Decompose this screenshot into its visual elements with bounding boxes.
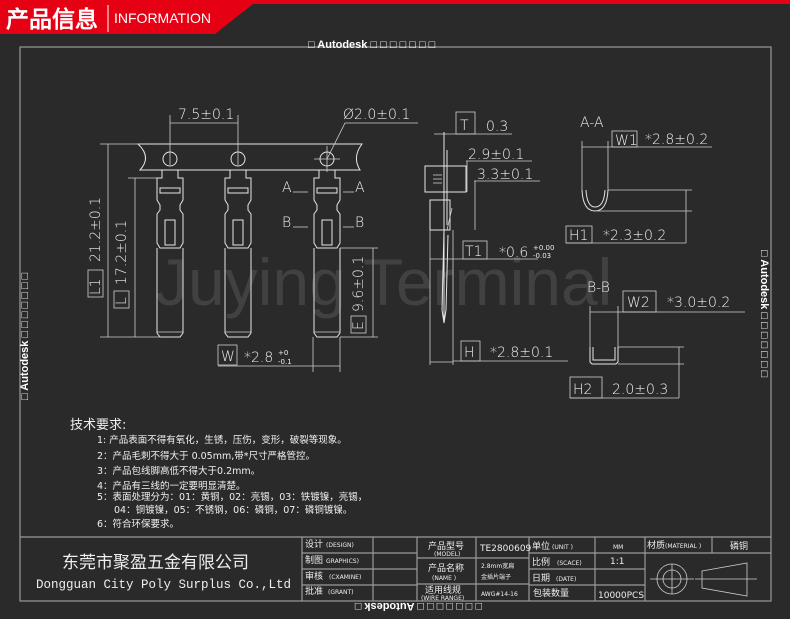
header-title-cn: 产品信息: [6, 6, 98, 33]
e-label: E: [351, 321, 367, 330]
l-dimension: 17.2±0.1: [114, 220, 130, 285]
section-bb-title: B-B: [587, 280, 610, 296]
scale-label: 比例: [532, 556, 550, 568]
company-name-cn: 东莞市聚盈五金有限公司: [62, 553, 249, 573]
header-title-en: INFORMATION: [114, 10, 211, 26]
wire-range-value: AWG#14-16: [481, 591, 518, 598]
header-red-band: [0, 0, 258, 34]
section-b-b: B-B W2 *3.0±0.2 H2 2.0±0.3: [569, 280, 745, 399]
grant-label: 批准: [305, 585, 323, 597]
section-a-left: A: [282, 180, 292, 196]
t-dimension: 0.3: [486, 119, 508, 135]
projection-symbol-icon: [650, 562, 757, 597]
unit-label-en: (UNIT ): [552, 544, 573, 551]
date-label: 日期: [532, 573, 550, 584]
examine-label-en: (CXAMINE): [329, 574, 361, 581]
title-block: 东莞市聚盈五金有限公司 Dongguan City Poly Surplus C…: [36, 536, 771, 602]
w-dimension: *2.8: [244, 350, 273, 366]
name-label-en: (NAME ): [432, 575, 456, 582]
name-label: 产品名称: [428, 562, 464, 574]
dim-2-9: 2.9±0.1: [468, 147, 524, 163]
package-qty-value: 10000PCS: [598, 591, 644, 601]
w-tol-lower: -0.1: [278, 358, 292, 366]
requirement-item: 5：表面处理分为：01：黄铜，02：亮锡，03：铁镀镍，亮锡，: [97, 491, 367, 503]
w1-dimension: *2.8±0.2: [645, 132, 708, 148]
autodesk-stamp-left: □ Autodesk □ □ □ □ □ □ □: [19, 272, 31, 400]
name-value-line1: 2.8mm宽扁: [481, 562, 514, 570]
h-label: H: [464, 345, 475, 361]
unit-value: MM: [613, 544, 623, 551]
section-a-right: A: [355, 180, 365, 196]
requirement-item: 1: 产品表面不得有氧化，生锈，压伤，变形，破裂等现象。: [97, 434, 347, 446]
requirement-item: 2：产品毛刺不得大于 0.05mm,带*尺寸严格管控。: [97, 450, 315, 462]
l1-dimension: 21.2±0.1: [88, 197, 104, 262]
section-b-right: B: [355, 215, 364, 231]
h-dimension: *2.8±0.1: [490, 345, 553, 361]
w1-label: W1: [615, 133, 638, 149]
scale-label-en: (SCACE): [557, 560, 582, 567]
h1-label: H1: [569, 228, 588, 244]
date-label-en: (DATE): [556, 576, 576, 583]
model-label-en: (MODEL): [434, 551, 460, 558]
technical-requirements: 技术要求: 1: 产品表面不得有氧化，生锈，压伤，变形，破裂等现象。 2：产品毛…: [70, 418, 367, 530]
requirement-item: 04：铜镀镍，05：不锈钢，06：磷铜，07：磷铜镀镍。: [114, 504, 352, 516]
model-label: 产品型号: [428, 540, 464, 552]
e-dimension: 9.6±0.1: [351, 256, 367, 312]
autodesk-stamp-bottom: □ □ □ □ □ □ □ Autodesk □: [354, 600, 482, 612]
w2-label: W2: [627, 295, 650, 311]
autodesk-stamp-top: □ Autodesk □ □ □ □ □ □ □: [308, 39, 436, 51]
t-label: T: [460, 118, 469, 134]
company-name-en: Dongguan City Poly Surplus Co.,Ltd: [36, 578, 291, 592]
wire-range-label: 适用线规: [425, 584, 461, 596]
scale-value: 1:1: [610, 557, 624, 567]
h2-label: H2: [573, 382, 592, 398]
t1-tol-upper: +0.00: [533, 244, 554, 252]
examine-label: 审核: [305, 570, 323, 582]
autodesk-stamp-right: □ Autodesk □ □ □ □ □ □ □: [758, 250, 770, 378]
requirements-title: 技术要求:: [70, 418, 126, 433]
watermark: Juying Terminal: [155, 245, 612, 319]
h2-dimension: 2.0±0.3: [612, 382, 668, 398]
l-label: L: [114, 297, 130, 305]
unit-label: 单位: [532, 540, 550, 552]
drawing-frame: [19, 46, 772, 602]
requirement-item: 6：符合环保要求。: [97, 518, 179, 530]
t1-tol-lower: -0.03: [533, 252, 551, 260]
pitch-dimension: 7.5±0.1: [178, 107, 234, 123]
material-label: 材质: [647, 539, 665, 551]
w-tol-upper: +0: [278, 349, 288, 357]
section-aa-title: A-A: [580, 115, 604, 131]
w-label: W: [221, 349, 235, 365]
t1-dimension: *0.6: [499, 245, 528, 261]
section-a-a: A-A W1 *2.8±0.2 H1 *2.3±0.2: [565, 115, 712, 244]
requirement-item: 3：产品包线脚高低不得大于0.2mm。: [97, 465, 260, 477]
t1-label: T1: [465, 244, 482, 260]
package-qty-label: 包装数量: [533, 587, 569, 599]
design-label-en: (DESIGN): [326, 542, 354, 549]
header-banner: 产品信息 INFORMATION: [0, 0, 790, 34]
side-view: T 0.3 2.9±0.1 3.3±0.1 T1 *0.6 +0.00 -0.0…: [424, 111, 568, 365]
graphics-label-en: GRAPHICS): [326, 558, 359, 565]
front-view: 7.5±0.1 Ø2.0±0.1 L1 21.2±0.1 L 17.2±0.1 …: [87, 107, 418, 372]
material-value: 磷铜: [730, 540, 748, 552]
design-label: 设计: [305, 538, 323, 550]
requirement-item: 4：产品有三线的一定要明显清楚。: [97, 480, 246, 492]
hole-diameter-dimension: Ø2.0±0.1: [343, 107, 410, 123]
carrier-strip: [136, 143, 364, 171]
section-b-left: B: [282, 215, 291, 231]
dim-3-3: 3.3±0.1: [477, 167, 533, 183]
material-label-en: (MATERIAL ): [665, 543, 701, 550]
grant-label-en: (GRANT): [328, 589, 354, 596]
terminal: [156, 170, 184, 338]
w2-dimension: *3.0±0.2: [667, 295, 730, 311]
graphics-label: 制图: [305, 554, 323, 566]
l1-label: L1: [88, 278, 104, 295]
model-value: TE2800609: [479, 544, 532, 554]
h1-dimension: *2.3±0.2: [603, 228, 666, 244]
name-value-line2: 金插片端子: [481, 573, 511, 581]
wire-range-label-en: (WIRE RANGE): [421, 595, 464, 602]
